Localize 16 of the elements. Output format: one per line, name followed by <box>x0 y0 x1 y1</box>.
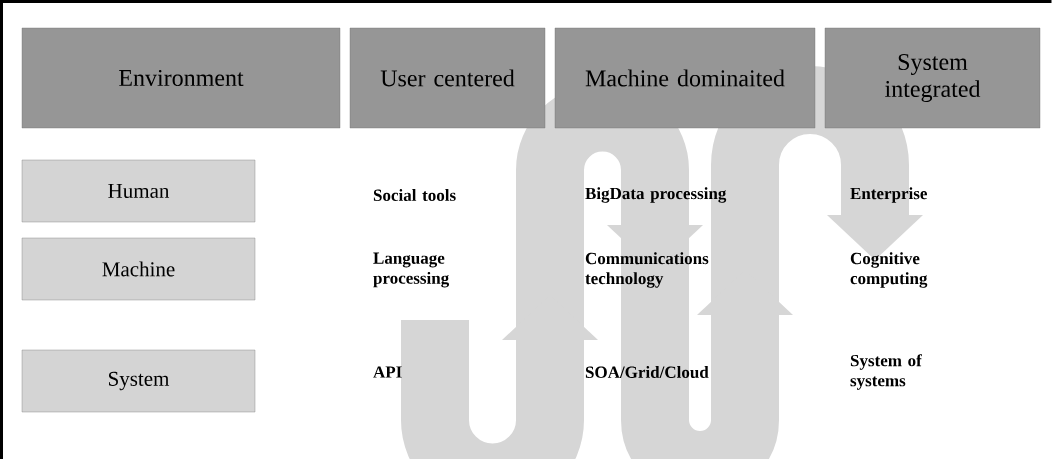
row-label-box: System <box>21 349 256 413</box>
row-label-box: Machine <box>21 237 256 301</box>
cell-label: Language processing <box>373 252 450 288</box>
cell-label: Communications technology <box>585 252 709 288</box>
cell-label: Cognitive computing <box>850 252 928 288</box>
header-box: User centered <box>349 27 546 129</box>
row-label-box: Human <box>21 159 256 223</box>
cell-label: API <box>373 366 402 378</box>
header-box: Machine dominaited <box>554 27 816 129</box>
header-box: Environment <box>21 27 341 129</box>
cell-label: BigData processing <box>585 187 727 203</box>
cell-label: Social tools <box>373 189 456 201</box>
cell-label: SOA/Grid/Cloud <box>585 366 709 378</box>
cell-label: System of systems <box>850 354 922 390</box>
header-box: System integrated <box>824 27 1041 129</box>
cell-label: Enterprise <box>850 187 927 203</box>
